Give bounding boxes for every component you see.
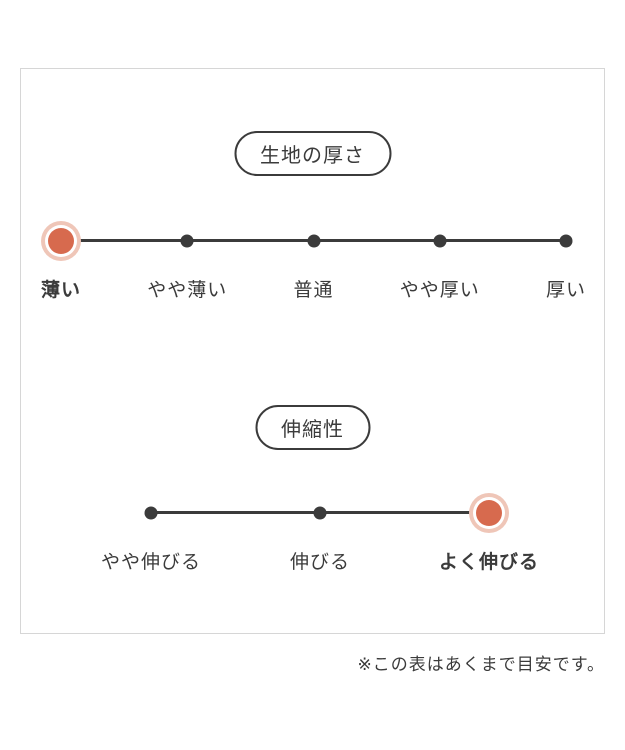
chart-box: 生地の厚さ 薄い やや薄い 普通 やや厚い 厚い 伸縮性 やや伸びる 伸びる よく伸びる — [20, 68, 605, 634]
scale-option-label: 普通 — [293, 279, 334, 301]
selected-dot — [48, 227, 74, 254]
scale-dot — [180, 234, 194, 247]
scale-title-pill: 伸縮性 — [255, 405, 370, 450]
scale-section: 伸縮性 やや伸びる 伸びる よく伸びる — [21, 69, 604, 633]
scale-option-label: 伸びる — [289, 551, 351, 573]
scale-option-label: よく伸びる — [438, 551, 540, 573]
disclaimer-note: ※この表はあくまで目安です。 — [357, 655, 605, 675]
scale-title: 伸縮性 — [281, 417, 344, 441]
scale-dot — [307, 234, 320, 247]
scale-dot — [433, 234, 447, 247]
scale-option-label: 厚い — [545, 279, 587, 301]
scale-dot — [313, 506, 327, 519]
scale-labels: 薄い やや薄い 普通 やや厚い 厚い — [41, 275, 585, 301]
scale-labels: やや伸びる 伸びる よく伸びる — [101, 547, 538, 573]
scale-section: 生地の厚さ 薄い やや薄い 普通 やや厚い 厚い — [21, 69, 604, 633]
scale-title-pill: 生地の厚さ — [234, 131, 391, 176]
scale-track — [48, 227, 573, 254]
scale-dot — [559, 234, 573, 247]
scale-option-label: やや伸びる — [100, 551, 202, 573]
scale-option-label: 薄い — [40, 279, 82, 301]
selected-dot — [476, 499, 502, 526]
scale-dot — [144, 506, 158, 519]
scale-title: 生地の厚さ — [260, 143, 365, 167]
scale-option-label: やや厚い — [399, 279, 480, 301]
scale-track — [144, 499, 502, 526]
scale-option-label: やや薄い — [147, 279, 228, 301]
